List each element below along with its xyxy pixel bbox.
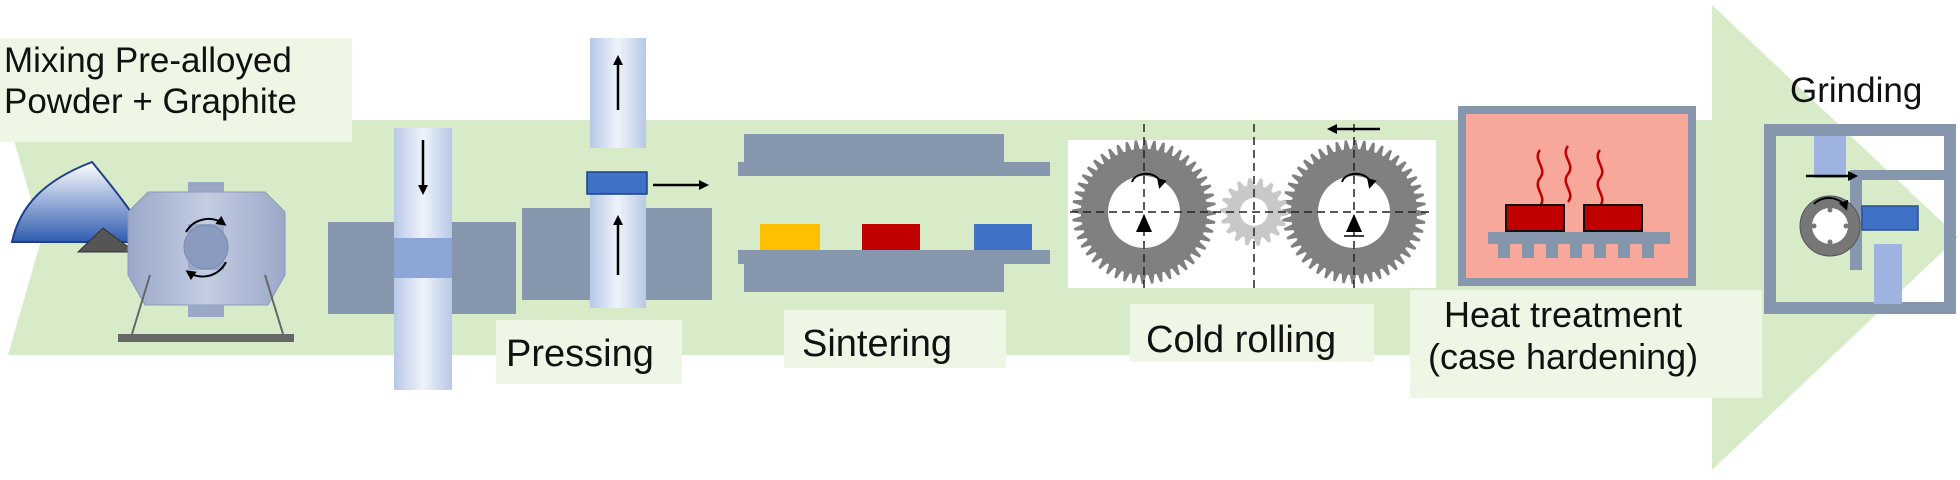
grinding-machine-frame [1764,124,1956,314]
grinding-stage [1764,124,1956,314]
graphite-pile-icon [76,227,137,253]
right-roll-gear-icon-bore [1318,176,1390,248]
mixing-stage [10,160,294,342]
heat-treatment-label-background [1410,290,1762,398]
part-red [862,224,920,250]
left-roll-gear-icon-bore [1108,176,1180,248]
part-yellow [760,224,820,250]
cold-rolling-stage [1068,124,1436,290]
heat-treatment-stage [1458,106,1696,286]
heat-treatment-label-line2: (case hardening) [1428,336,1699,378]
pressing-stage [328,38,712,390]
sintering-label: Sintering [802,323,952,365]
mixing-label-line2: Powder + Graphite [4,82,297,122]
sintering-stage [738,134,1050,292]
green-compact [586,171,648,195]
pressing-label-background [496,320,682,384]
mixing-label-line1: Mixing Pre-alloyed [4,41,292,80]
mixer-drum-icon [118,182,294,342]
part-blue [974,224,1032,250]
mixing-label: Mixing Pre-alloyed Powder + Graphite [4,40,297,123]
pressing-label: Pressing [506,333,654,375]
mixing-label-background [0,38,352,142]
grinding-label: Grinding [1790,71,1923,110]
sintering-label-background [784,310,1006,368]
heat-treatment-label-line1: Heat treatment [1444,294,1683,335]
cold-rolling-label: Cold rolling [1146,319,1337,361]
cold-rolling-label-background [1130,304,1374,362]
heat-treatment-label: Heat treatment (case hardening) [1428,294,1698,379]
